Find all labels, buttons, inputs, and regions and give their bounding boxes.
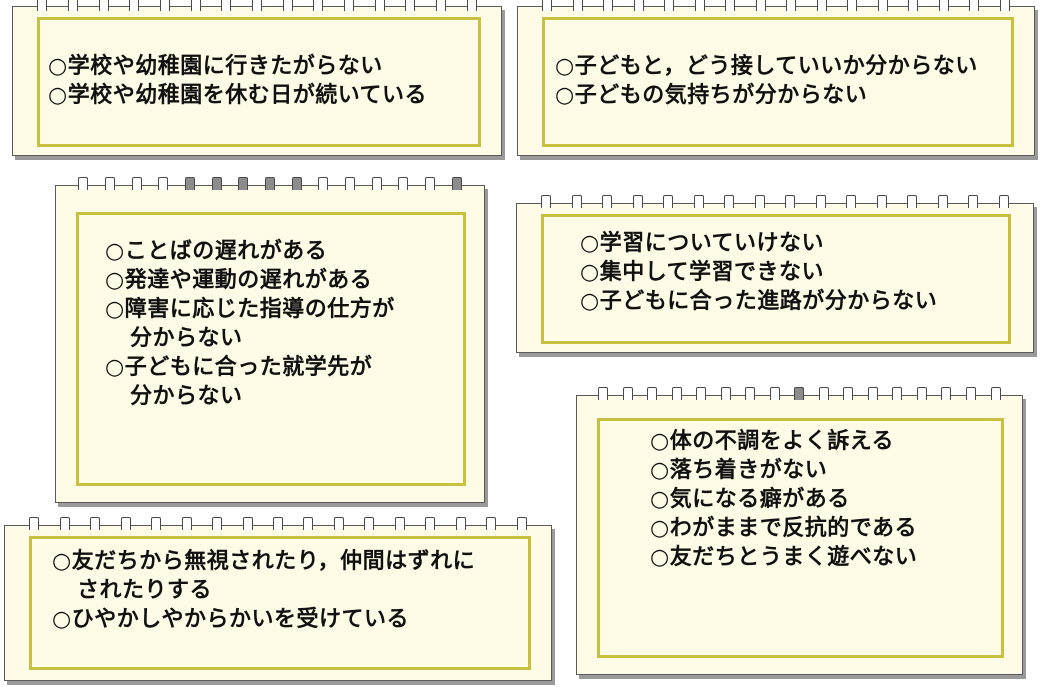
concern-item: ○体の不調をよく訴える [650,429,895,454]
concern-item: ○障害に応じた指導の仕方が [105,297,395,323]
concern-item: ○子どもと，どう接していいか分からない [555,54,978,79]
note-card-bullying: ○友だちから無視されたり，仲間はずれに されたりする ○ひやかしやからかいを受け… [4,517,552,681]
concern-item: ○子どもに合った就学先が [105,355,373,381]
note-card-learning: ○学習についていけない ○集中して学習できない ○子どもに合った進路が分からない [516,195,1034,353]
note-frame: ○友だちから無視されたり，仲間はずれに されたりする ○ひやかしやからかいを受け… [29,536,531,670]
concern-item-continuation: 分からない [130,326,243,352]
concern-item: ○ことばの遅れがある [105,239,328,264]
concern-item: ○学習についていけない [580,231,825,256]
binder-rings [518,0,1034,14]
concern-item-continuation: されたりする [77,578,213,604]
concern-item: ○友だちとうまく遊べない [650,545,918,571]
note-frame: ○ことばの遅れがある ○発達や運動の遅れがある ○障害に応じた指導の仕方が 分か… [76,212,466,486]
note-frame: ○学習についていけない ○集中して学習できない ○子どもに合った進路が分からない [541,214,1011,344]
binder-rings [577,387,1022,403]
concern-item: ○友だちから無視されたり，仲間はずれに [52,549,476,574]
binder-rings [13,0,501,14]
concern-item: ○気になる癖がある [650,487,850,513]
binder-rings [517,195,1033,211]
binder-rings [56,177,484,193]
concern-item: ○落ち着きがない [650,458,828,484]
concern-item: ○集中して学習できない [580,260,825,286]
note-card-behavior: ○体の不調をよく訴える ○落ち着きがない ○気になる癖がある ○わがままで反抗的… [576,387,1023,675]
binder-rings [5,517,551,533]
note-card-parenting: ○子どもと，どう接していいか分からない ○子どもの気持ちが分からない [517,0,1035,156]
note-card-development: ○ことばの遅れがある ○発達や運動の遅れがある ○障害に応じた指導の仕方が 分か… [55,177,485,503]
note-card-school-refusal: ○学校や幼稚園に行きたがらない ○学校や幼稚園を休む日が続いている [12,0,502,156]
note-frame: ○体の不調をよく訴える ○落ち着きがない ○気になる癖がある ○わがままで反抗的… [597,418,1004,658]
concern-item-continuation: 分からない [130,384,243,410]
concern-item: ○学校や幼稚園に行きたがらない [48,54,383,79]
concern-item: ○子どもに合った進路が分からない [580,289,938,315]
concern-item: ○学校や幼稚園を休む日が続いている [48,83,428,109]
note-frame: ○子どもと，どう接していいか分からない ○子どもの気持ちが分からない [542,17,1014,147]
concern-item: ○発達や運動の遅れがある [105,268,373,294]
concern-item: ○子どもの気持ちが分からない [555,83,868,109]
concern-item: ○ひやかしやからかいを受けている [52,607,409,633]
concern-item: ○わがままで反抗的である [650,516,917,542]
note-frame: ○学校や幼稚園に行きたがらない ○学校や幼稚園を休む日が続いている [37,17,481,147]
